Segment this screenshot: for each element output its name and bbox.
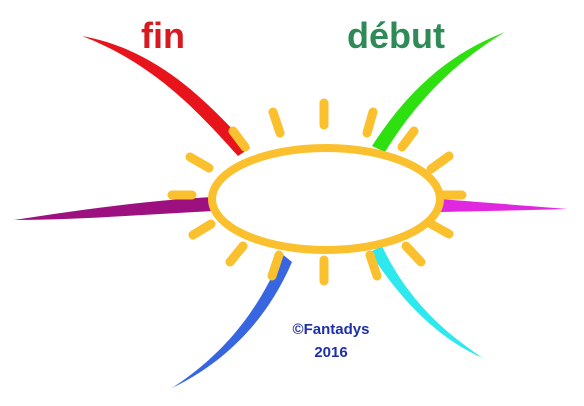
sun-ray	[426, 151, 454, 174]
sun-ray	[397, 126, 419, 152]
sun-ray	[426, 219, 454, 239]
sun-ray	[365, 250, 382, 281]
credit-line-2: 2016	[314, 344, 348, 361]
branch-left-purple	[14, 197, 214, 220]
central-ellipse	[208, 144, 444, 254]
branch-top-left-red	[82, 36, 250, 156]
sun-icon	[167, 98, 467, 286]
label-fin: fin	[141, 15, 185, 56]
sun-ray	[185, 152, 214, 173]
credit-line-1: ©Fantadys	[292, 321, 370, 338]
sun-ray	[225, 241, 248, 267]
label-debut: début	[347, 15, 445, 56]
sun-ray	[268, 107, 285, 138]
credit-text: ©Fantadys 2016	[270, 318, 392, 364]
sun-ray	[401, 241, 426, 267]
branch-bottom-right-cyan	[370, 246, 483, 358]
sun-ray	[228, 126, 250, 152]
branch-right-magenta	[440, 199, 568, 212]
branch-top-right-green	[372, 32, 505, 152]
branch-bottom-left-blue	[172, 254, 292, 388]
sun-ray	[267, 250, 284, 281]
sun-ray	[362, 107, 378, 138]
sun-ray	[188, 219, 216, 240]
branches	[14, 32, 568, 388]
